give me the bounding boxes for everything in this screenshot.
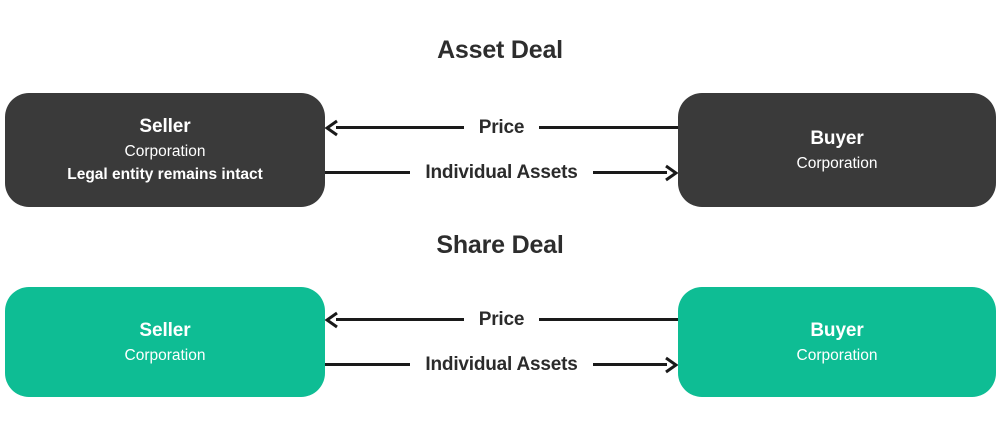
- share-price-arrow: Price: [325, 308, 679, 332]
- buyer-box-title: Buyer: [810, 319, 864, 341]
- assets-arrow-left-segment: [325, 171, 411, 174]
- price-label: Price: [478, 308, 525, 330]
- price-arrow-left-segment: [325, 311, 464, 329]
- asset-buyer-box: Buyer Corporation: [678, 93, 996, 207]
- seller-box-subtitle: Corporation: [124, 346, 206, 364]
- arrowhead-right-icon: [665, 164, 679, 181]
- asset-arrows: Price Individual Assets: [325, 93, 679, 207]
- share-deal-title: Share Deal: [436, 231, 564, 259]
- seller-box-note: Legal entity remains intact: [67, 166, 263, 183]
- arrowhead-left-icon: [325, 119, 338, 136]
- arrowhead-right-icon: [665, 356, 679, 373]
- seller-box-title: Seller: [139, 319, 191, 341]
- share-seller-box: Seller Corporation: [5, 287, 325, 397]
- assets-arrow-right-segment: [592, 164, 679, 182]
- buyer-box-subtitle: Corporation: [796, 154, 878, 172]
- individual-assets-label: Individual Assets: [425, 161, 578, 183]
- price-arrow-right-segment: [539, 318, 679, 321]
- assets-arrow-left-segment: [325, 363, 411, 366]
- share-arrows: Price Individual Assets: [325, 287, 679, 397]
- share-assets-arrow: Individual Assets: [325, 353, 679, 377]
- asset-deal-title: Asset Deal: [437, 36, 563, 64]
- seller-box-subtitle: Corporation: [124, 143, 206, 160]
- assets-arrow-right-segment: [592, 356, 679, 374]
- price-arrow-right-segment: [539, 126, 679, 129]
- buyer-box-subtitle: Corporation: [796, 346, 878, 364]
- individual-assets-label: Individual Assets: [425, 353, 578, 375]
- share-deal-row: Seller Corporation Price Individual Asse…: [0, 287, 1000, 397]
- arrowhead-left-icon: [325, 311, 338, 328]
- asset-seller-box: Seller Corporation Legal entity remains …: [5, 93, 325, 207]
- asset-deal-row: Seller Corporation Legal entity remains …: [0, 93, 1000, 207]
- buyer-box-title: Buyer: [810, 127, 864, 149]
- price-label: Price: [478, 116, 525, 138]
- seller-box-title: Seller: [139, 116, 191, 137]
- asset-price-arrow: Price: [325, 116, 679, 140]
- price-arrow-left-segment: [325, 119, 464, 137]
- share-buyer-box: Buyer Corporation: [678, 287, 996, 397]
- asset-assets-arrow: Individual Assets: [325, 161, 679, 185]
